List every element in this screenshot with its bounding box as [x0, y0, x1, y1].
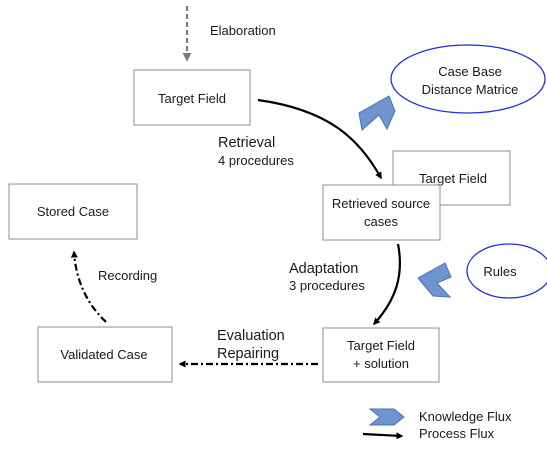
stored-case-label: Stored Case	[37, 204, 109, 219]
target-field-right-label: Target Field	[419, 171, 487, 186]
adaptation-label: Adaptation	[289, 261, 358, 277]
legend-process-arrow	[362, 432, 404, 440]
stored-case-node: Stored Case	[8, 183, 138, 240]
rules-ellipse: Rules	[466, 243, 547, 299]
legend: Knowledge Flux Process Flux	[362, 408, 512, 441]
elaboration-label: Elaboration	[210, 23, 276, 38]
case-base-ellipse: Case Base Distance Matrice	[390, 44, 546, 114]
retrieval-label: Retrieval	[218, 135, 275, 151]
legend-knowledge-chevron	[368, 408, 405, 426]
retrieval-arrow	[257, 98, 382, 180]
target-field-node-label: Target Field	[158, 91, 226, 106]
case-base-chevron	[358, 95, 396, 131]
solution-line2-label: + solution	[353, 356, 409, 371]
target-field-solution-node: Target Field + solution	[322, 327, 440, 383]
adaptation-procedures-label: 3 procedures	[289, 278, 365, 293]
validated-case-label: Validated Case	[60, 347, 147, 362]
validated-case-node: Validated Case	[37, 326, 173, 383]
recording-label: Recording	[98, 268, 157, 283]
retrieval-procedures-label: 4 procedures	[218, 153, 294, 168]
adaptation-arrow	[373, 243, 402, 326]
distance-matrice-label: Distance Matrice	[422, 82, 519, 97]
target-field-right-node: Target Field	[392, 150, 511, 206]
legend-process-label: Process Flux	[419, 426, 495, 441]
target-field-node: Target Field	[133, 69, 251, 126]
legend-knowledge-label: Knowledge Flux	[419, 409, 512, 424]
retrieved-cases-label: cases	[364, 214, 398, 229]
retrieved-source-label: Retrieved source	[332, 196, 430, 211]
solution-line1-label: Target Field	[347, 338, 415, 353]
case-base-label: Case Base	[438, 64, 502, 79]
rules-chevron	[417, 262, 452, 298]
rules-label: Rules	[483, 264, 517, 279]
evaluation-label: Evaluation	[217, 328, 285, 344]
repairing-label: Repairing	[217, 346, 279, 362]
recording-arrow	[70, 250, 107, 323]
retrieved-source-cases-node: Retrieved source cases	[322, 184, 441, 241]
